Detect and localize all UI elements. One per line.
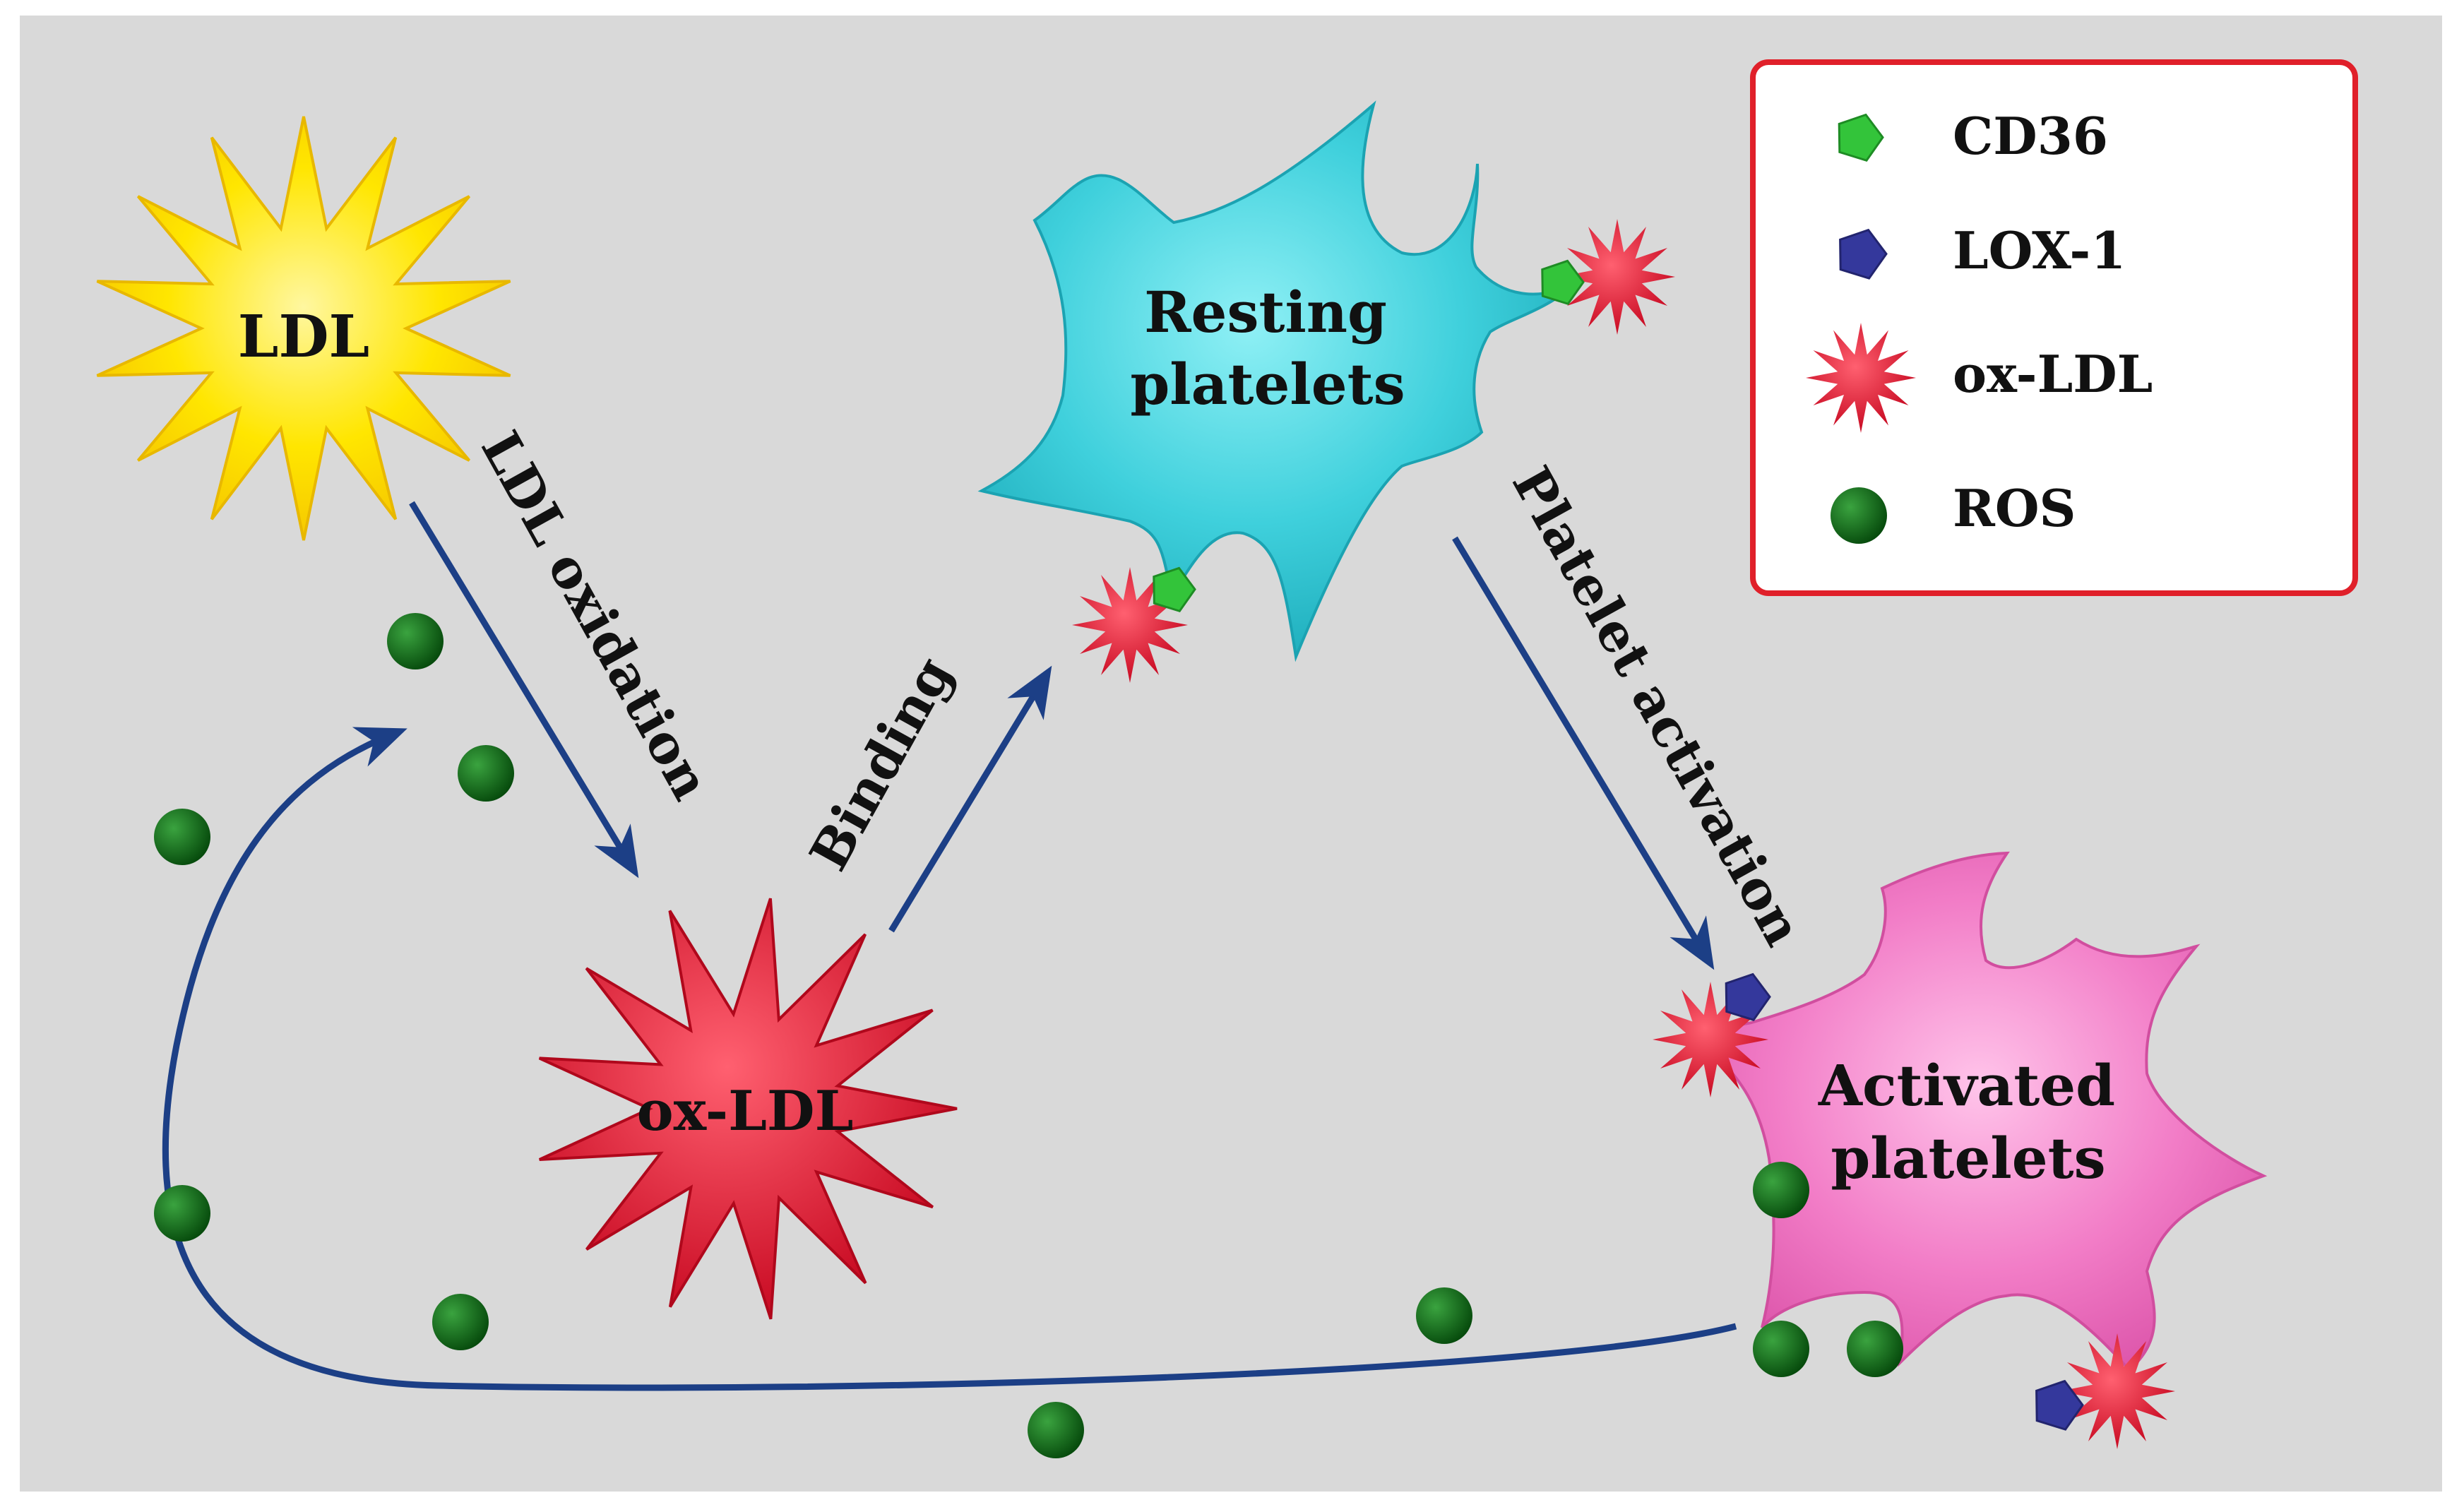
- legend-label-ox-ldl: ox-LDL: [1953, 344, 2153, 404]
- legend-label-ros: ROS: [1953, 478, 2076, 538]
- ros-dot: [154, 809, 210, 865]
- ros-dots: [154, 613, 1903, 1458]
- activated-lox1-oxldl-left: [1653, 972, 1771, 1097]
- ros-icon: [1831, 487, 1887, 544]
- legend: CD36 LOX-1 ox-LDL ROS: [1750, 59, 2358, 596]
- legend-label-cd36: CD36: [1953, 106, 2108, 166]
- resting-cd36-oxldl-right: [1541, 219, 1675, 335]
- binding-arrow: [888, 665, 1052, 933]
- ldl-node: LDL: [96, 116, 511, 541]
- ros-dot: [1416, 1287, 1472, 1344]
- ox-ldl-icon: [1806, 323, 1916, 433]
- ros-dot: [154, 1185, 210, 1242]
- ros-dot: [1753, 1321, 1809, 1377]
- ros-dot: [1028, 1402, 1084, 1458]
- ros-dot: [1753, 1162, 1809, 1218]
- ros-dot: [387, 613, 444, 669]
- ros-dot: [458, 745, 514, 802]
- ros-dot: [432, 1294, 489, 1350]
- activated-label-line1: Activated: [1818, 1052, 2115, 1119]
- activated-label-line2: platelets: [1831, 1125, 2105, 1191]
- ox-ldl-label: ox-LDL: [637, 1079, 854, 1143]
- resting-cd36-oxldl-bottom: [1072, 566, 1196, 683]
- activated-lox1-oxldl-bottom: [2035, 1333, 2175, 1449]
- activation-arrow: [1452, 536, 1715, 970]
- legend-box: [1750, 59, 2358, 596]
- ox-ldl-node: ox-LDL: [538, 898, 958, 1320]
- resting-label-line1: Resting: [1144, 279, 1387, 345]
- feedback-arrow: [162, 727, 1737, 1391]
- activated-platelets-node: Activated platelets: [1692, 851, 2268, 1372]
- resting-label-line2: platelets: [1130, 351, 1405, 417]
- lox1-icon: [1839, 228, 1888, 280]
- cd36-icon: [1838, 113, 1884, 162]
- ldl-label: LDL: [238, 303, 369, 371]
- ros-dot: [1847, 1321, 1903, 1377]
- resting-platelets-node: Resting platelets: [977, 100, 1578, 662]
- oxidation-arrow: [409, 501, 639, 879]
- legend-label-lox1: LOX-1: [1953, 220, 2126, 280]
